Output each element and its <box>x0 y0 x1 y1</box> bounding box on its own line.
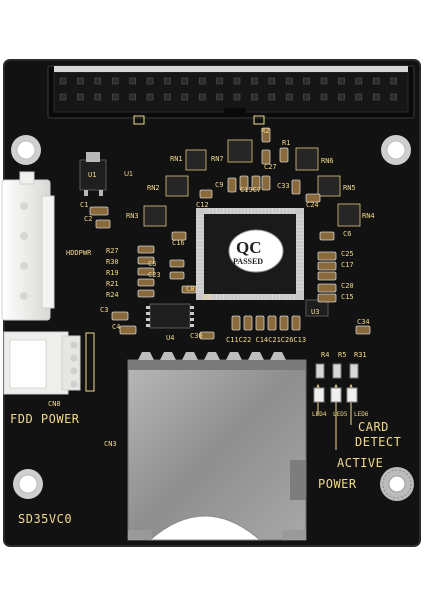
label-rn2: RN2 <box>147 184 160 192</box>
ic-u4 <box>146 303 194 329</box>
label-c4: C4 <box>112 323 121 331</box>
label-fdd-power: FDD POWER <box>10 412 80 426</box>
label-c25: C25 <box>341 250 354 258</box>
label-c5: C5 <box>148 260 157 268</box>
label-c3: C3 <box>100 306 109 314</box>
label-r21: R21 <box>106 280 119 288</box>
label-c16: C16 <box>172 239 185 247</box>
mounting-hole-top-right <box>381 135 411 165</box>
regulator-u1 <box>79 152 107 196</box>
label-r27: R27 <box>106 247 119 255</box>
label-c34: C34 <box>357 318 370 326</box>
label-hddpwr: HDDPWR <box>66 249 92 257</box>
label-r5: R5 <box>338 351 347 359</box>
label-c20: C20 <box>341 282 354 290</box>
label-cn8: CN8 <box>48 400 61 408</box>
label-u1: U1 <box>88 171 97 179</box>
pcb <box>4 60 420 546</box>
mounting-hole-bottom-right <box>380 467 414 501</box>
label-c12: C12 <box>196 201 209 209</box>
led6 <box>346 387 358 403</box>
label-c27: C27 <box>264 163 277 171</box>
label-rn5: RN5 <box>343 184 356 192</box>
header-pins <box>59 77 397 101</box>
sticker-passed: PASSED <box>233 257 264 266</box>
ic-u3 <box>305 299 329 317</box>
label-c17: C17 <box>341 261 354 269</box>
label-led6: LED6 <box>354 411 369 418</box>
mounting-hole-bottom-left <box>13 469 43 499</box>
status-leds <box>313 363 359 403</box>
label-cap-row: C11C22 C14C21C26C13 <box>226 336 307 344</box>
label-u1-b: U1 <box>124 171 133 178</box>
label-rn6: RN6 <box>321 157 334 165</box>
label-power: POWER <box>318 477 357 491</box>
label-c15: C15 <box>341 293 354 301</box>
label-c8: C8 <box>186 285 195 293</box>
passive-components <box>89 127 371 340</box>
label-rn3: RN3 <box>126 212 139 220</box>
mounting-hole-top-left <box>11 135 41 165</box>
label-rn1: RN1 <box>170 155 183 163</box>
label-c2: C2 <box>84 215 93 223</box>
label-c30: C30 <box>190 332 203 340</box>
label-u2: U2 <box>203 293 212 301</box>
label-cn3: CN3 <box>104 440 117 448</box>
label-r2: R2 <box>261 127 270 135</box>
label-c33: C33 <box>277 182 290 190</box>
label-u3: U3 <box>311 308 320 316</box>
label-r19: R19 <box>106 269 119 277</box>
label-rn7: RN7 <box>211 155 224 163</box>
sticker-qc: QC <box>236 238 262 257</box>
label-led5: LED5 <box>333 411 348 418</box>
label-c24: C24 <box>306 201 319 209</box>
led5 <box>330 387 342 403</box>
label-r24: R24 <box>106 291 119 299</box>
label-card: CARD <box>358 420 389 434</box>
label-active: ACTIVE <box>337 456 384 470</box>
label-rn4: RN4 <box>362 212 375 220</box>
label-c19c7: C19C7 <box>240 186 262 194</box>
resistor-networks <box>143 139 361 227</box>
sd-card-socket <box>127 352 307 541</box>
molex-power-connector <box>1 171 55 321</box>
label-detect: DETECT <box>355 435 402 449</box>
label-c23: C23 <box>148 271 161 279</box>
label-r1: R1 <box>282 139 291 147</box>
label-r30: R30 <box>106 258 119 266</box>
label-c6: C6 <box>343 230 352 238</box>
ide-40-pin-header <box>47 65 415 119</box>
label-led4: LED4 <box>312 411 327 418</box>
label-r4: R4 <box>321 351 330 359</box>
label-board-model: SD35VC0 <box>18 512 73 526</box>
fdd-power-connector <box>3 331 81 395</box>
label-u4: U4 <box>166 334 175 342</box>
label-c9: C9 <box>215 181 224 189</box>
label-r31: R31 <box>354 351 367 359</box>
qc-passed-sticker <box>228 229 284 273</box>
label-c1: C1 <box>80 201 89 209</box>
led4 <box>313 387 325 403</box>
